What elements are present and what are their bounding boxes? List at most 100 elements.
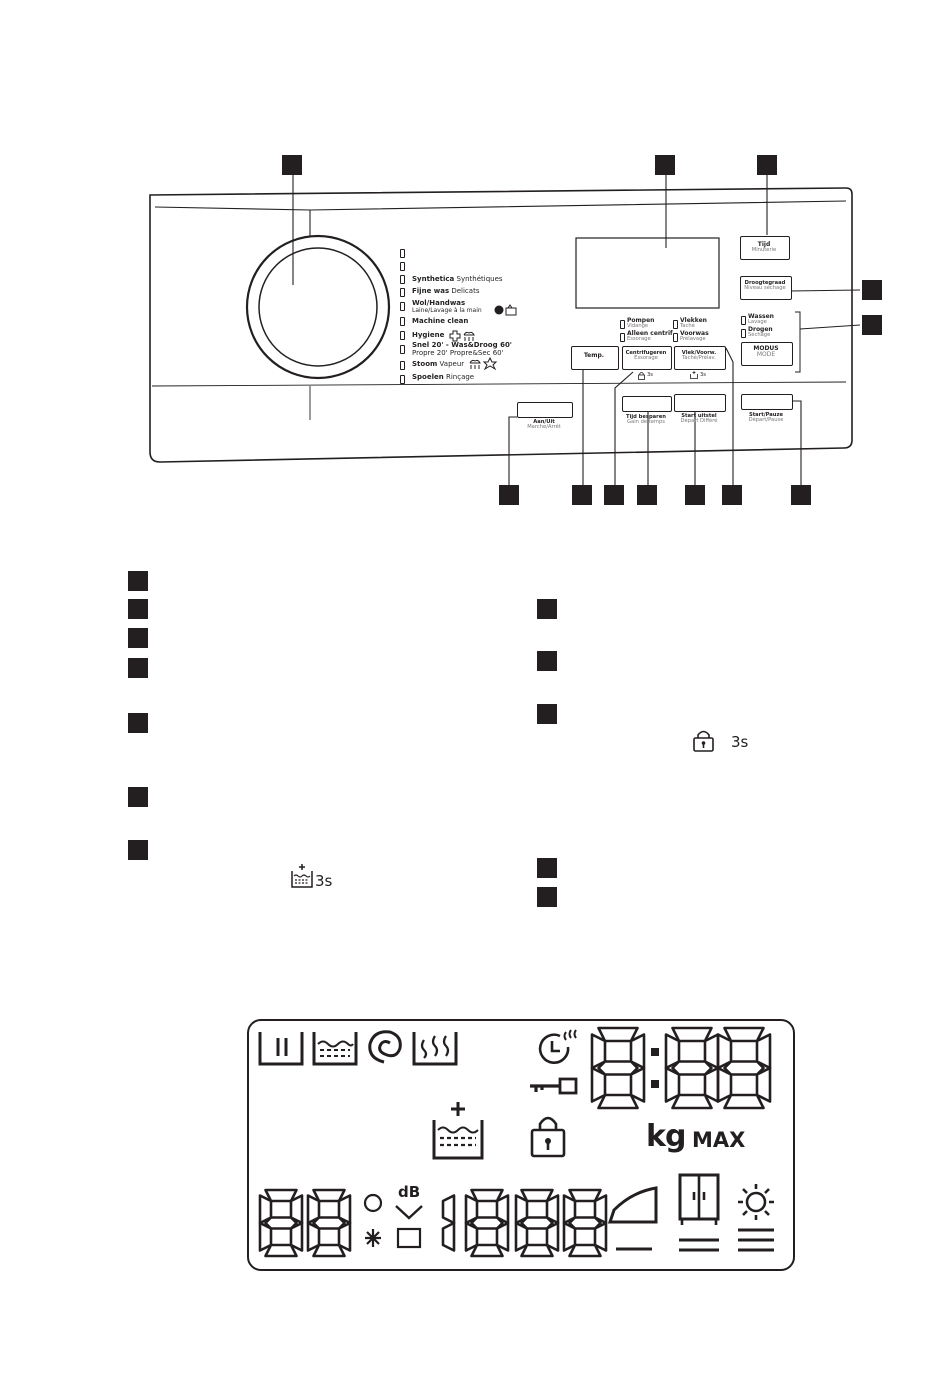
button-text-fr: Taché/Prélav. [682,355,716,362]
spin-button[interactable] [622,346,672,370]
legend-marker [128,571,148,591]
button-text: Tijd besparen [626,414,666,420]
legend-marker [128,628,148,648]
button-text-fr: Gain de temps [627,419,665,426]
segment-e [590,1066,607,1103]
program-name: Machine clean [412,317,469,325]
program-led [400,262,405,271]
on-off-button[interactable] [517,402,573,418]
stain-button-label: Vlek/Voorw.Taché/Prélav. [674,350,724,362]
option-led [741,316,746,325]
program-name-fr: Laine/Lavage à la main [412,307,482,314]
legend-marker [128,713,148,733]
option-led [673,320,678,329]
legend-marker [128,787,148,807]
temp-digit [306,1188,352,1258]
program-led [400,331,405,340]
program-name-fr: Rinçage [445,373,475,381]
option-label: Pompen [627,317,655,324]
start-pause-button[interactable] [741,394,793,410]
temp-button[interactable] [571,346,619,370]
button-text-fr: Niveau séchage [744,285,786,292]
prewash-icon [258,1032,304,1066]
stain-prewash-button[interactable] [674,346,726,370]
legend-marker [128,658,148,678]
callout-marker [499,485,519,505]
segment-g [723,1060,765,1076]
program-name: Spoelen [412,373,444,381]
rinse-plus-icon [690,371,698,379]
segment-d [671,1093,713,1110]
db-label: dB [398,1183,421,1201]
dryness-button[interactable] [740,276,792,300]
option-led [673,333,678,342]
delay-start-button[interactable] [674,394,726,412]
spin-digit [464,1188,510,1258]
button-text: MODUS [753,345,779,352]
panel-display-window [575,237,720,309]
segment-d [723,1093,765,1110]
option-label-fr: Vidange [627,323,649,329]
segment-a [597,1026,639,1043]
button-text-fr: Départ/Pause [748,417,784,424]
segment-d [312,1243,346,1258]
program-name-fr: Delicats [451,287,480,295]
callout-marker [862,280,882,300]
time-digit [664,1026,720,1110]
option-label-fr: Séchage [748,332,771,338]
option-led [620,333,625,342]
program-name-fr: Synthétiques [456,275,503,283]
program-dial [245,234,391,380]
time-save-button[interactable] [622,396,672,412]
segment-b [441,1194,456,1225]
spin-digit [514,1188,560,1258]
rinse-plus-icon [291,864,313,888]
iron-dry-icon [607,1186,658,1251]
button-text-fr: MODE [756,351,776,359]
time-colon [651,1048,659,1088]
program-item: Spoelen Rinçage [412,374,474,381]
stain-hint: 3s [700,372,707,378]
program-led [400,249,405,258]
degree-icon [363,1193,383,1213]
program-led [400,302,405,311]
spin-digit [562,1188,608,1258]
mode-button[interactable] [741,342,793,366]
steam-icon [469,356,498,371]
program-led [400,375,405,384]
button-text: Aan/Uit [533,419,555,425]
callout-marker [757,155,777,175]
callout-marker [655,155,675,175]
lock-icon [693,730,714,752]
rinse-hold-icon [396,1227,422,1249]
segment-d [568,1243,602,1258]
time-button[interactable] [740,236,790,260]
program-name-fr: Propre 20' Propre&Sec 60' [412,349,504,357]
cupboard-dry-icon [678,1173,720,1252]
segment-g [470,1216,504,1230]
lock-hint: 3s [731,733,749,751]
button-text: Centrifugeren [625,350,667,356]
program-led [400,275,405,284]
program-led [400,361,405,370]
segment-g [568,1216,602,1230]
callout-marker [791,485,811,505]
program-name: Stoom [412,360,438,368]
child-lock-icon [530,1116,566,1158]
option-label: Vlekken [680,317,707,324]
segment-e [664,1066,681,1103]
button-text: Start uitstel [681,413,717,419]
cold-icon [365,1229,381,1247]
button-text-fr: Minuterie [751,247,777,254]
callout-marker [862,315,882,335]
time-digit [716,1026,772,1110]
button-text-fr: Essorage [634,355,658,362]
legend-marker [537,887,557,907]
